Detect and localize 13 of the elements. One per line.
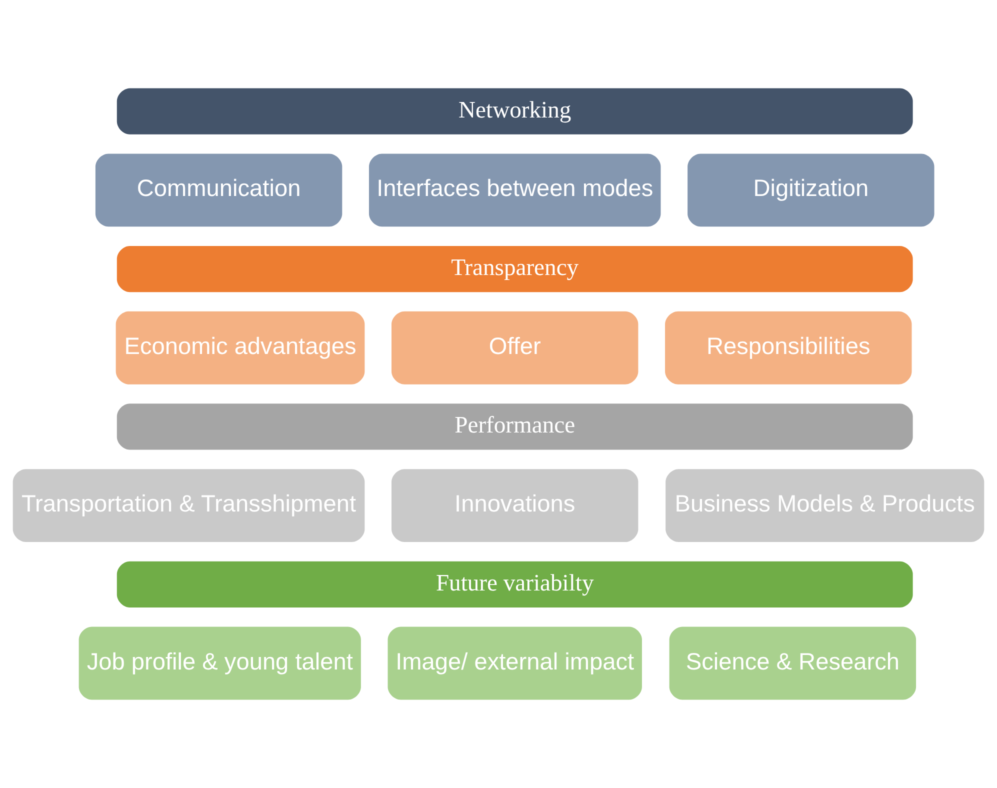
node-box: Future variabilty bbox=[116, 561, 913, 608]
node-box: Offer bbox=[392, 311, 638, 384]
node-box: Performance bbox=[116, 404, 913, 450]
node-box: Digitization bbox=[688, 154, 934, 227]
node-box: Interfaces between modes bbox=[368, 154, 661, 227]
node-box: Transparency bbox=[116, 246, 913, 292]
node-box: Networking bbox=[116, 88, 913, 134]
node-box: Science & Research bbox=[669, 626, 916, 700]
node-box: Communication bbox=[95, 154, 342, 227]
node-box: Image/ external impact bbox=[388, 626, 642, 700]
node-box: Job profile & young talent bbox=[78, 626, 361, 700]
node-box: Responsibilities bbox=[665, 311, 912, 384]
node-box: Economic advantages bbox=[116, 311, 365, 384]
